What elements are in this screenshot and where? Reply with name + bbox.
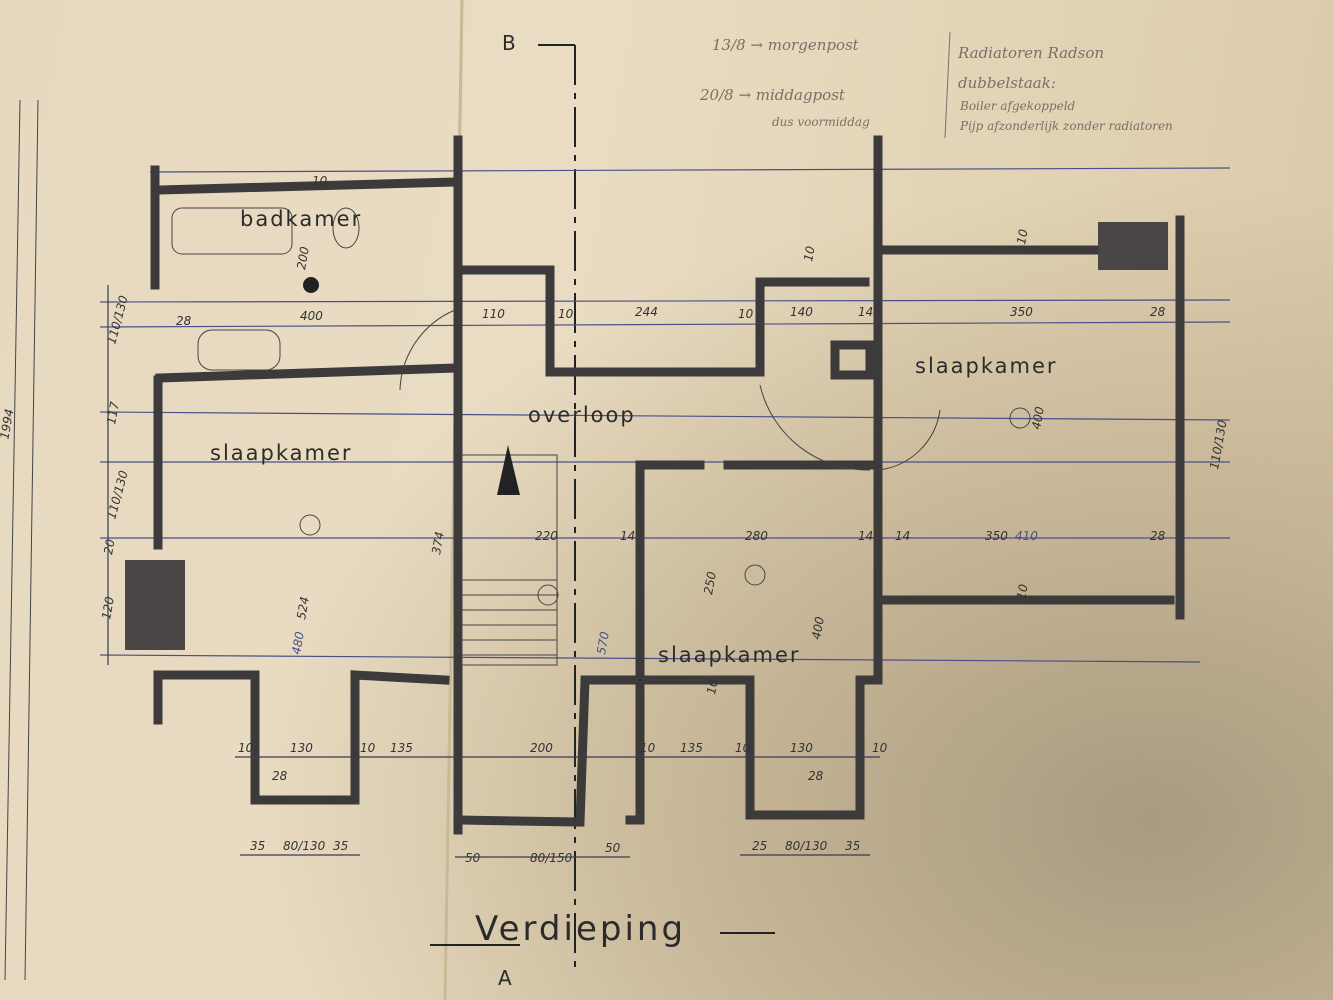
svg-text:10: 10 [558,307,574,321]
note-line: dubbelstaak: [958,74,1056,92]
svg-text:135: 135 [680,741,703,755]
svg-text:130: 130 [290,741,313,755]
svg-text:400: 400 [809,615,827,640]
room-label-badkamer: badkamer [240,207,362,231]
svg-text:25: 25 [752,839,767,853]
svg-text:14: 14 [858,305,873,319]
svg-text:374: 374 [429,531,447,556]
svg-text:10: 10 [238,741,254,755]
room-label-slaapkamer-right: slaapkamer [915,354,1058,378]
room-label-slaapkamer-middle: slaapkamer [658,643,801,667]
svg-text:10: 10 [312,174,328,188]
svg-text:220: 220 [535,529,558,543]
svg-text:28: 28 [1150,529,1166,543]
margin-number: 1994 [0,408,17,441]
section-mark-a: A [498,966,512,990]
bathtub [171,207,293,255]
section-mark-b: B [502,31,516,55]
svg-text:10: 10 [872,741,888,755]
handwritten-notes: 13/8 → morgenpost 20/8 → middagpost dus … [699,31,1173,139]
svg-text:400: 400 [1029,405,1047,430]
svg-text:280: 280 [745,529,768,543]
chimney-block [125,560,185,650]
note-line: 13/8 → morgenpost [712,36,860,54]
walls [150,135,1185,835]
svg-text:10: 10 [735,741,751,755]
staircase [461,445,558,666]
svg-text:130: 130 [790,741,813,755]
svg-text:250: 250 [701,570,719,595]
note-line: Radiatoren Radson [957,44,1104,62]
washbasin [197,329,281,371]
margin-line [4,99,21,981]
svg-text:14: 14 [895,529,910,543]
svg-text:410: 410 [1015,529,1038,543]
drawing-title: Verdieping [475,909,686,949]
dimension-labels: 10 200 400 28 110/130 117 110/130 20 120… [99,174,1230,865]
svg-text:480: 480 [289,630,307,655]
svg-text:110/130: 110/130 [1207,419,1230,471]
chimney-block [1098,222,1168,270]
svg-text:135: 135 [390,741,413,755]
room-label-slaapkamer-left: slaapkamer [210,441,353,465]
drain [303,277,319,293]
svg-text:350: 350 [1010,305,1033,319]
svg-text:28: 28 [808,769,824,783]
door-swing [877,409,941,471]
light-point [1009,407,1031,429]
note-line: Pijp afzonderlijk zonder radiatoren [959,119,1173,133]
svg-text:50: 50 [605,841,621,855]
svg-text:110: 110 [482,307,505,321]
section-line [430,44,576,970]
svg-text:200: 200 [530,741,553,755]
svg-text:570: 570 [594,630,612,655]
svg-text:50: 50 [465,851,481,865]
svg-text:80/130: 80/130 [785,839,828,853]
svg-text:200: 200 [294,245,312,270]
svg-text:10: 10 [704,678,721,696]
note-line: Boiler afgekoppeld [959,99,1076,113]
svg-text:14: 14 [858,529,873,543]
light-point [299,514,321,536]
svg-text:524: 524 [294,596,312,621]
margin-line [24,99,39,981]
svg-text:10: 10 [1014,228,1031,246]
door-swing [399,309,456,391]
note-line: 20/8 → middagpost [699,86,846,104]
svg-text:10: 10 [360,741,376,755]
svg-text:80/150: 80/150 [530,851,573,865]
svg-text:28: 28 [176,314,192,328]
stair-arrow-icon [497,445,520,495]
note-line: dus voormiddag [772,115,870,129]
svg-text:80/130: 80/130 [283,839,326,853]
svg-text:14: 14 [620,529,635,543]
svg-text:10: 10 [1014,583,1031,601]
room-label-overloop: overloop [528,403,636,427]
svg-text:244: 244 [635,305,658,319]
svg-text:10: 10 [640,741,656,755]
svg-text:35: 35 [250,839,265,853]
toilet [332,207,360,249]
bottom-dimension-lines [107,285,880,858]
svg-text:350: 350 [985,529,1008,543]
svg-text:20: 20 [101,538,118,556]
door-swing [759,384,871,471]
svg-text:140: 140 [790,305,813,319]
svg-text:28: 28 [272,769,288,783]
svg-text:10: 10 [801,245,818,263]
svg-text:117: 117 [104,400,122,425]
svg-text:10: 10 [738,307,754,321]
svg-text:35: 35 [845,839,860,853]
svg-text:28: 28 [1150,305,1166,319]
svg-text:35: 35 [333,839,348,853]
light-point [744,564,766,586]
svg-text:400: 400 [300,309,323,323]
guide-lines [99,167,1231,663]
